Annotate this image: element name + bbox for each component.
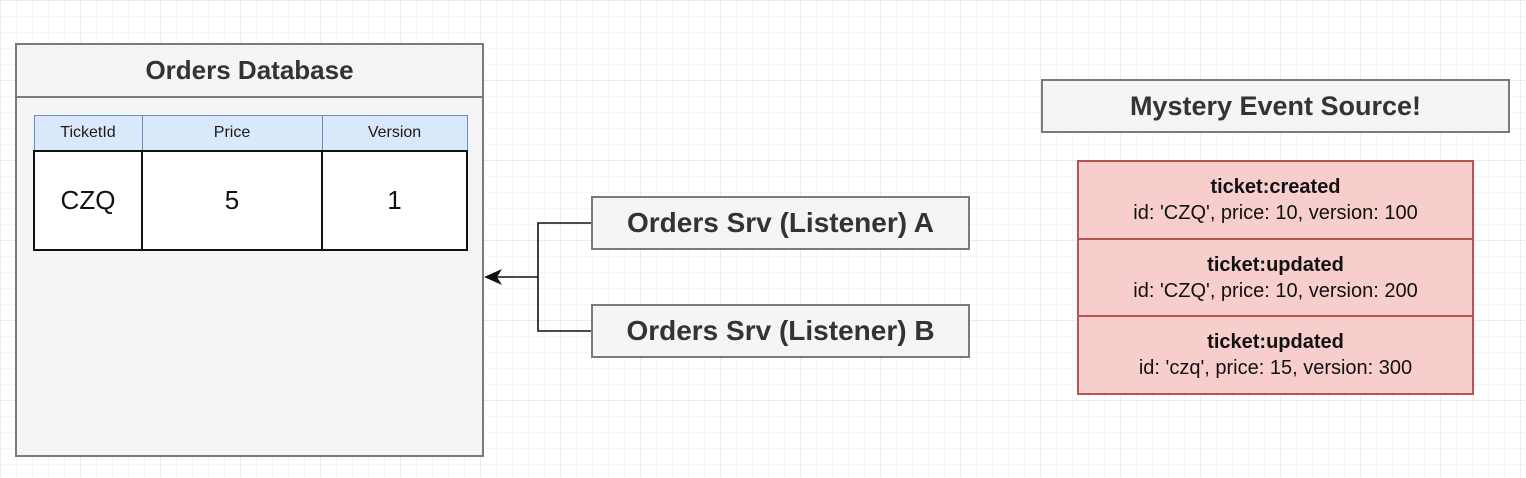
event-detail: id: 'CZQ', price: 10, version: 200	[1133, 279, 1418, 302]
connector-listener-b	[537, 277, 591, 332]
column-header-version: Version	[321, 115, 468, 152]
listener-b-label: Orders Srv (Listener) B	[626, 315, 935, 346]
event-name: ticket:updated	[1207, 253, 1344, 276]
orders-database-title-text: Orders Database	[145, 55, 354, 85]
event-detail: id: 'czq', price: 15, version: 300	[1138, 357, 1413, 380]
event-list: ticket:created id: 'CZQ', price: 10, ver…	[1077, 160, 1474, 395]
listener-a-label: Orders Srv (Listener) A	[626, 207, 935, 238]
column-header-price: Price	[141, 115, 323, 152]
event-item: ticket:updated id: 'CZQ', price: 10, ver…	[1079, 237, 1472, 316]
event-source-title: Mystery Event Source!	[1041, 79, 1510, 133]
column-header-ticketid: TicketId	[33, 115, 143, 152]
event-name: ticket:updated	[1207, 331, 1344, 354]
cell-version: 1	[321, 150, 468, 251]
table-row: CZQ 5 1	[33, 150, 468, 251]
orders-table-header-row: TicketId Price Version	[33, 115, 468, 152]
listener-a-box: Orders Srv (Listener) A	[591, 196, 970, 250]
orders-table: TicketId Price Version CZQ 5 1	[33, 115, 468, 251]
event-detail: id: 'CZQ', price: 10, version: 100	[1133, 201, 1418, 224]
orders-database-container	[15, 43, 484, 457]
cell-price: 5	[141, 150, 323, 251]
event-item: ticket:updated id: 'czq', price: 15, ver…	[1079, 315, 1472, 393]
orders-database-title: Orders Database	[15, 43, 484, 98]
connector-listener-a	[496, 222, 591, 278]
event-name: ticket:created	[1210, 175, 1341, 198]
listener-b-box: Orders Srv (Listener) B	[591, 304, 970, 358]
cell-ticketid: CZQ	[33, 150, 143, 251]
event-source-title-text: Mystery Event Source!	[1129, 90, 1422, 121]
event-item: ticket:created id: 'CZQ', price: 10, ver…	[1079, 162, 1472, 238]
arrowhead-icon	[484, 269, 502, 285]
